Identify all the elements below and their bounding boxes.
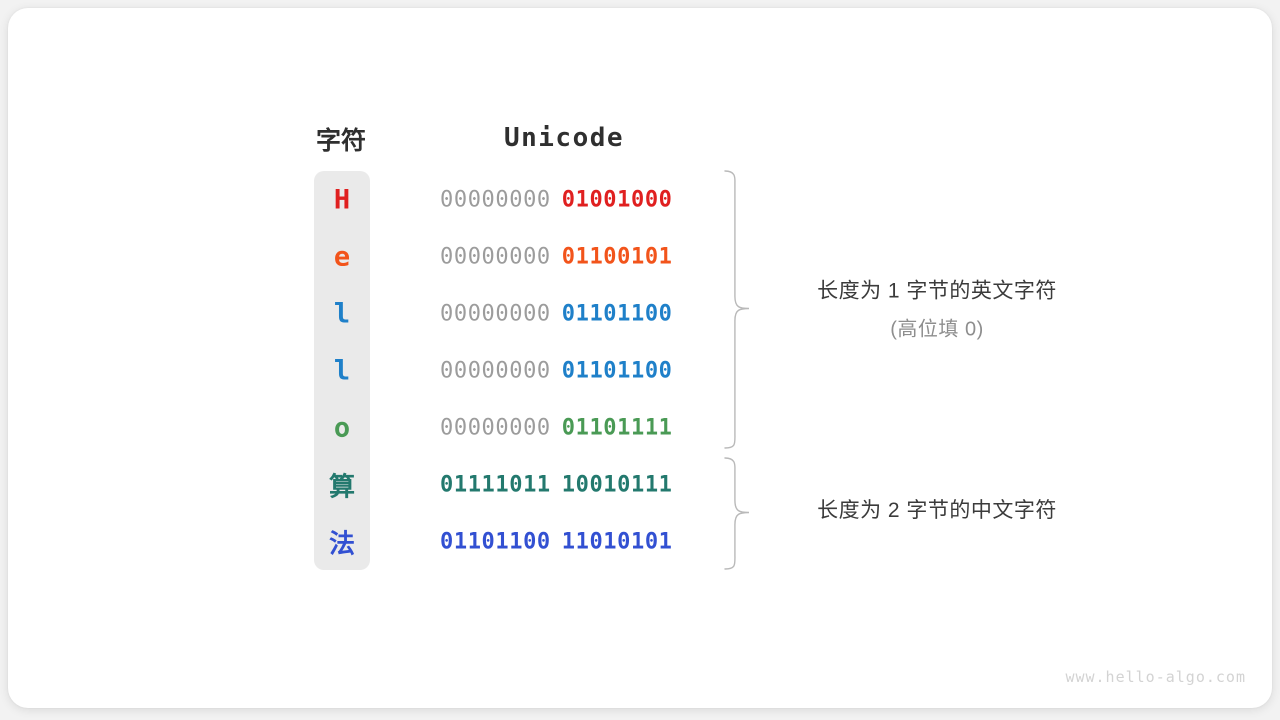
high-byte: 00000000 [440,244,551,270]
unicode-bits-cell: 00000000 01101100 [440,359,673,384]
low-byte: 01101111 [561,415,673,441]
column-header-character: 字符 [315,127,367,155]
annotation-main-line: 长度为 1 字节的英文字符 [817,279,1057,303]
low-byte: 01101100 [561,301,673,327]
annotation-sub-line: (高位填 0) [890,318,984,341]
character-cell: H [333,184,351,216]
character-cell: 算 [328,471,356,502]
high-byte: 00000000 [440,187,551,213]
high-byte: 00000000 [440,358,551,384]
character-column-background [314,171,370,570]
character-cell: e [333,241,351,273]
low-byte: 01100101 [561,244,673,270]
low-byte: 11010101 [561,529,673,555]
annotation-main-line: 长度为 2 字节的中文字符 [817,499,1057,522]
figure-card: 字符 Unicode H 00000000 01001000 e 00000000 011… [8,8,1272,708]
high-byte: 00000000 [440,415,551,441]
unicode-bits-cell: 00000000 01101111 [440,416,673,441]
character-cell: l [333,298,351,330]
low-byte: 01101100 [561,358,673,384]
annotation-text: 长度为 1 字节的英文字符 (高位填 0) [817,275,1057,342]
annotation-text: 长度为 2 字节的中文字符 [817,494,1057,524]
character-cell: l [333,355,351,387]
unicode-bits-cell: 01111011 10010111 [440,473,673,498]
low-byte: 01001000 [561,187,673,213]
unicode-bits-cell: 00000000 01001000 [440,188,673,213]
unicode-bits-cell: 00000000 01100101 [440,245,673,270]
curly-brace [724,457,750,570]
high-byte: 01101100 [440,529,551,555]
low-byte: 10010111 [561,472,673,498]
high-byte: 00000000 [440,301,551,327]
high-byte: 01111011 [440,472,551,498]
unicode-bits-cell: 01101100 11010101 [440,530,673,555]
watermark: www.hello-algo.com [1065,668,1246,686]
column-header-unicode: Unicode [503,123,625,153]
character-cell: 法 [328,528,356,559]
character-cell: o [333,412,351,444]
unicode-bits-cell: 00000000 01101100 [440,302,673,327]
curly-brace [724,170,750,449]
